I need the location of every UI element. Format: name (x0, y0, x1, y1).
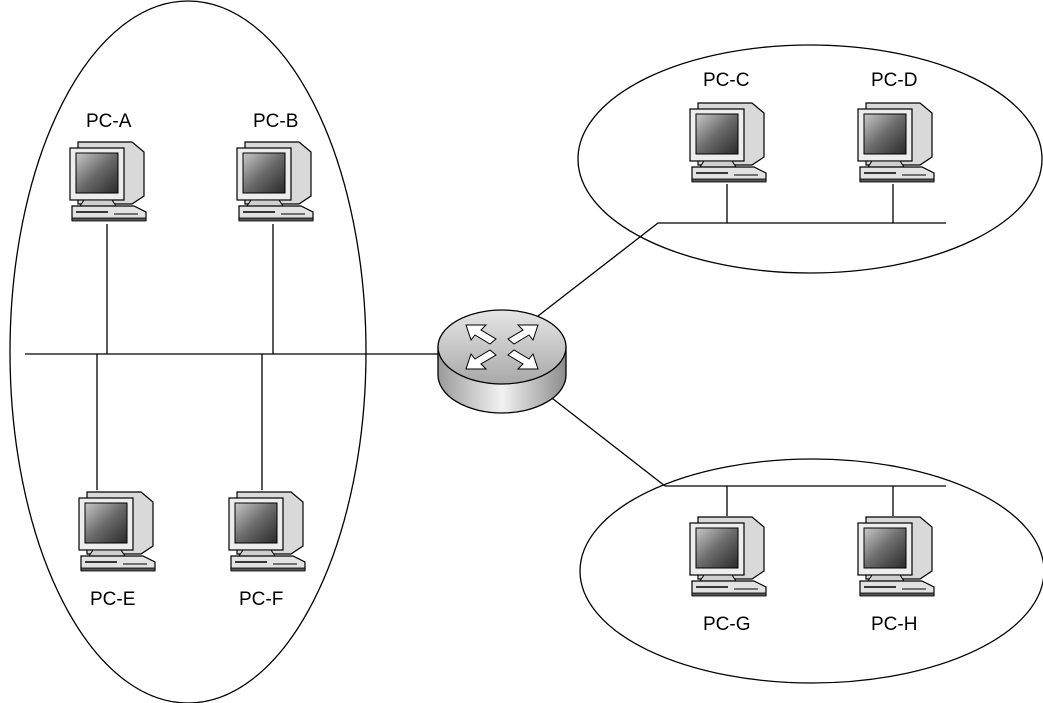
pc-h-icon (857, 516, 935, 597)
bottom-right-segment-ellipse (579, 458, 1043, 684)
router-icon (437, 309, 567, 414)
pc-f-icon (228, 491, 306, 572)
bottom-right-bus (547, 394, 946, 516)
pc-e-icon (78, 491, 156, 572)
pc-c-icon (689, 102, 767, 183)
pc-f-label: PC-F (239, 589, 283, 610)
left-segment-ellipse (9, 0, 367, 703)
pc-b-label: PC-B (253, 111, 298, 132)
left-bus (25, 224, 440, 490)
pc-b-icon (236, 141, 314, 222)
pc-g-label: PC-G (703, 614, 751, 635)
top-right-bus (537, 184, 946, 317)
pc-h-label: PC-H (871, 614, 917, 635)
pc-g-icon (689, 516, 767, 597)
pc-a-label: PC-A (86, 111, 132, 132)
pc-a-icon (69, 141, 147, 222)
pc-c-label: PC-C (703, 70, 749, 91)
pc-e-label: PC-E (90, 589, 135, 610)
pc-d-icon (857, 102, 935, 183)
pc-d-label: PC-D (871, 70, 917, 91)
top-right-segment-ellipse (577, 44, 1043, 274)
